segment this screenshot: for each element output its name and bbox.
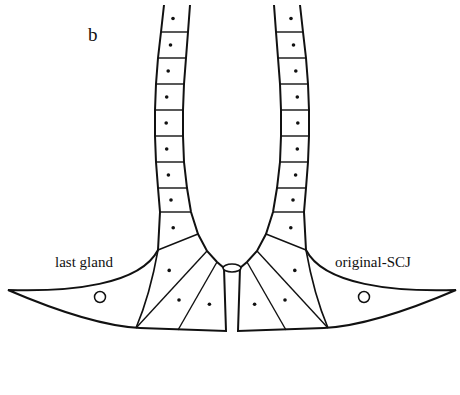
- structure-label: original-SCJ: [335, 254, 411, 271]
- canal-opening: [223, 264, 241, 272]
- structure-label: last gland: [55, 254, 113, 271]
- panel-letter: b: [88, 26, 98, 43]
- right-epithelium: [238, 5, 456, 331]
- left-epithelium: [8, 5, 226, 331]
